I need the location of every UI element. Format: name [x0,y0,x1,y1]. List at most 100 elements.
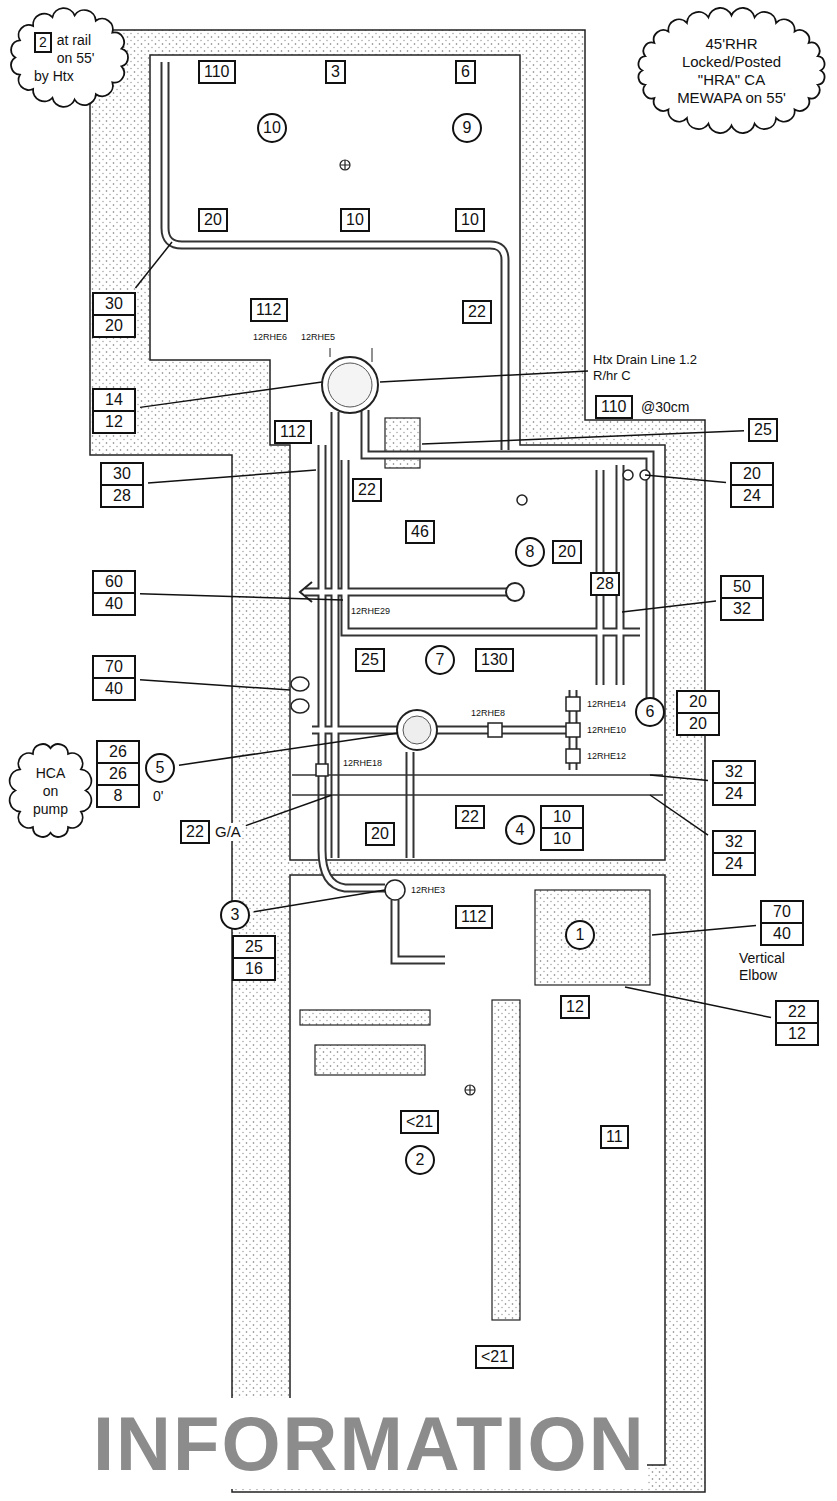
dose-box: 112 [274,420,312,444]
dose-reading: 9 [463,118,472,138]
dose-reading: 20 [732,464,772,484]
dose-reading: 22 [468,302,486,322]
dose-type-note: G/A [214,823,242,841]
leader-line [140,594,343,600]
survey-point-circle: 8 [515,537,545,567]
dose-reading: 10 [542,807,582,827]
dose-box: 110 [198,60,236,84]
component-id: 12RHE3 [410,885,446,896]
dose-box: 11 [600,1125,629,1149]
leader-line [135,242,172,288]
cloud-text-area: 2at rail on 55' by Htx [34,31,104,85]
dose-box: 6 [455,60,476,84]
dose-box: 22 [462,300,492,324]
component-id: 12RHE8 [470,708,506,719]
dose-reading: 130 [481,650,508,670]
dose-reading: 2 [416,1150,425,1170]
concrete-block [385,418,420,468]
penetration-symbol [291,470,650,713]
leader-line [645,475,726,483]
dose-reading: 3 [231,905,240,925]
dose-fraction-box: 2516 [232,935,276,981]
room-floor [150,55,665,860]
watermark: INFORMATION [92,1398,647,1489]
note-text: at rail on 55' by Htx [34,31,104,85]
dose-box: <21 [475,1345,514,1369]
dose-reading: 20 [558,542,576,562]
component-id: 12RHE29 [350,606,391,617]
dose-box: 22 [352,478,382,502]
dose-reading: 112 [280,422,306,442]
dose-reading: 10 [346,210,364,230]
heat-exchanger-symbol [322,357,378,413]
dose-reading: 22 [777,1002,817,1022]
component-id: 12RHE12 [586,751,627,762]
valve-symbol [316,697,580,900]
dose-box: 20 [552,540,582,564]
dose-reading: 28 [102,484,142,506]
survey-point-circle: 2 [405,1145,435,1175]
leader-line [140,680,290,690]
dose-reading: 11 [606,1127,623,1147]
dose-reading: 40 [762,922,802,944]
component-id: 12RHE6 [252,332,288,343]
dose-reading: 60 [94,572,134,592]
component-id: 12RHE10 [586,725,627,736]
dose-fraction-box: 2212 [775,1000,819,1046]
dose-reading: 26 [98,762,138,784]
dose-box: 112 [250,298,288,322]
dose-reading: 10 [263,118,281,138]
note-text: 45'RHR Locked/Posted "HRA" CA MEWAPA on … [672,35,792,107]
concrete-wall [90,30,705,1492]
instrument-tap [330,348,372,362]
survey-point-circle: 9 [452,113,482,143]
dose-reading: 7 [436,650,445,670]
dose-fraction-box: 7040 [760,900,804,946]
component-id: 12RHE5 [300,332,336,343]
dose-reading: 2 [39,34,47,51]
survey-point-circle: 1 [565,920,595,950]
leader-line [422,431,744,444]
cloud-outline-path [10,744,92,837]
dose-reading: <21 [481,1347,508,1367]
concrete-block [535,890,650,985]
dose-box: 22 [455,805,485,829]
note-cloud: HCA on pump [2,735,99,846]
dose-reading: 32 [722,597,762,619]
dose-reading: <21 [406,1112,433,1132]
dose-reading: 25 [754,420,772,440]
dose-reading: 5 [156,758,165,778]
dose-reading: 22 [186,822,204,842]
dose-reading: 24 [732,484,772,506]
dose-reading: 26 [98,742,138,762]
dose-reading: 24 [714,852,754,874]
note-cloud: 45'RHR Locked/Posted "HRA" CA MEWAPA on … [629,2,834,139]
survey-marker [340,160,475,1095]
note-text: Htx Drain Line 1.2 R/hr C [592,352,712,383]
survey-point-circle: 3 [220,900,250,930]
dose-reading: 6 [646,702,655,722]
dose-fraction-box: 7040 [92,655,136,701]
dose-reading: 30 [102,464,142,484]
cloud-outline-path [11,8,128,107]
concrete-block [315,1045,425,1075]
dose-reading: 40 [94,677,134,699]
leader-line [246,795,332,826]
dose-reading: 30 [94,294,134,314]
leader-line [254,890,385,912]
elevation-note: 0' [152,788,164,805]
dose-reading: 14 [94,390,134,410]
dose-fraction-box: 3028 [100,462,144,508]
survey-point-circle: 10 [257,113,287,143]
dose-reading: 20 [371,824,389,844]
dose-reading: 8 [98,784,138,806]
dose-box: 25 [748,418,778,442]
dose-reading: 70 [94,657,134,677]
pipe-thin [292,775,663,795]
survey-point-circle: 4 [505,815,535,845]
dose-fraction-box: 1010 [540,805,584,851]
dose-reading: 20 [678,692,718,712]
note-text: Vertical Elbow [738,950,812,984]
dose-reading: 20 [204,210,222,230]
dose-box: 130 [475,648,514,672]
